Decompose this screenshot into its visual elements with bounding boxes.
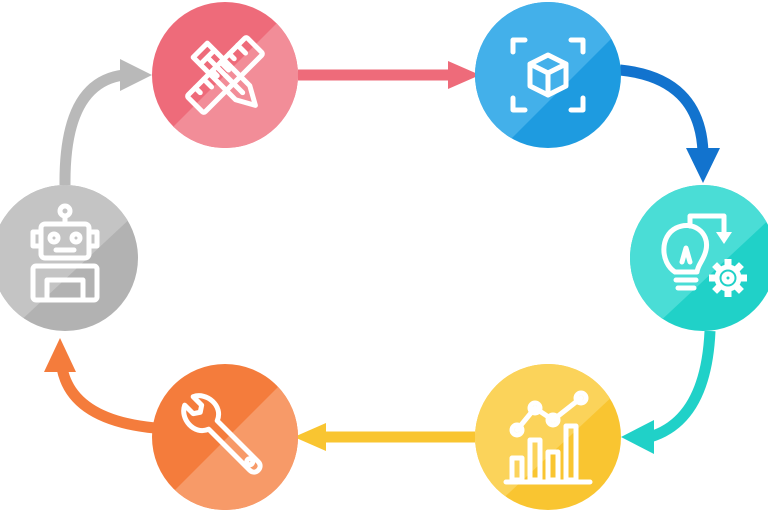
arrow-build-to-automate xyxy=(44,338,156,434)
stage-ideate[interactable] xyxy=(620,180,768,340)
arrow-ideate-to-analyze-line xyxy=(648,330,716,443)
arrow-analyze-to-build-head xyxy=(294,423,326,451)
stage-model[interactable] xyxy=(470,0,630,170)
arrow-model-to-ideate-head xyxy=(686,148,720,183)
robot-icon xyxy=(30,203,100,303)
lightbulb-gear-icon xyxy=(661,213,747,297)
3d-box-icon xyxy=(510,37,586,113)
stage-analyze[interactable] xyxy=(470,360,630,512)
arrow-model-to-ideate xyxy=(619,64,720,183)
arrow-automate-to-design-line xyxy=(59,69,125,186)
stage-automate[interactable] xyxy=(0,180,150,340)
arrow-build-to-automate-line xyxy=(56,366,156,434)
wrench-icon xyxy=(181,393,263,475)
arrow-ideate-to-analyze-head xyxy=(621,420,654,454)
arrow-design-to-model-head xyxy=(448,61,480,89)
stage-design-shade xyxy=(152,2,298,148)
arrow-model-to-ideate-line xyxy=(619,64,709,153)
arrow-ideate-to-analyze xyxy=(621,330,716,454)
arrow-build-to-automate-head xyxy=(44,338,76,372)
arrow-design-to-model xyxy=(298,61,480,89)
stage-build[interactable] xyxy=(145,355,320,512)
stage-design[interactable] xyxy=(140,0,320,160)
bar-chart-trend-icon xyxy=(503,390,593,485)
arrow-analyze-to-build xyxy=(294,423,475,451)
pencil-ruler-icon xyxy=(185,35,265,115)
arrow-automate-to-design xyxy=(59,59,152,186)
stage-ideate-shade xyxy=(630,185,768,331)
arrow-automate-to-design-head xyxy=(120,59,152,91)
